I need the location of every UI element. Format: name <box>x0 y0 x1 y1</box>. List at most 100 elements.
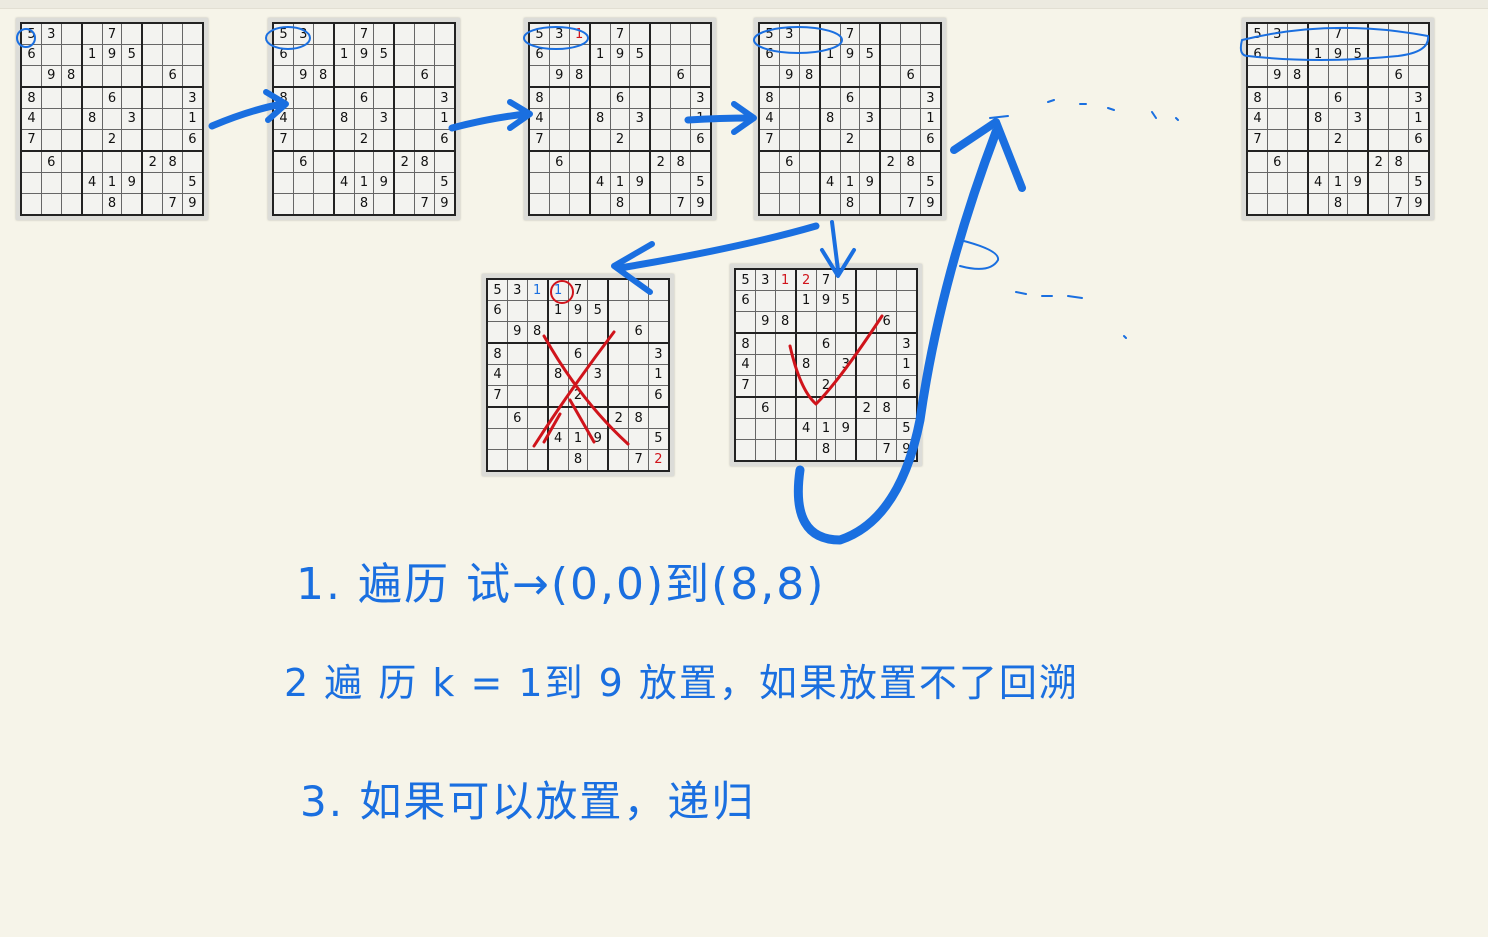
sudoku-cell <box>895 268 918 292</box>
sudoku-cell: 5 <box>835 290 858 312</box>
sudoku-cell <box>312 44 335 66</box>
sudoku-cell: 8 <box>819 108 841 130</box>
sudoku-cell: 7 <box>900 192 921 216</box>
sudoku-cell <box>1267 192 1288 216</box>
sudoku-cell: 8 <box>81 108 103 130</box>
sudoku-cell <box>1307 86 1329 110</box>
sudoku-cell <box>879 44 902 66</box>
sudoku-cell: 6 <box>919 128 942 152</box>
sudoku-cell <box>141 192 164 216</box>
sudoku-cell <box>547 406 569 430</box>
sudoku-cell: 8 <box>798 64 821 88</box>
sudoku-cell: 6 <box>414 64 435 88</box>
sudoku-cell <box>568 128 591 152</box>
sudoku-cell <box>549 108 570 130</box>
sudoku-cell <box>734 438 757 462</box>
sudoku-cell <box>815 396 837 420</box>
sudoku-cell <box>1367 172 1390 194</box>
sudoku-cell: 2 <box>795 268 817 292</box>
sudoku-cell <box>629 86 652 110</box>
sudoku-cell: 8 <box>547 364 569 386</box>
sudoku-cell: 9 <box>1407 192 1430 216</box>
sudoku-cell: 4 <box>1307 172 1329 194</box>
sudoku-cell <box>689 64 712 88</box>
sudoku-cell <box>734 396 757 420</box>
sudoku-cell <box>755 418 776 440</box>
sudoku-cell: 2 <box>855 396 878 420</box>
sudoku-cell <box>779 128 800 152</box>
sudoku-cell: 8 <box>815 438 837 462</box>
sudoku-cell <box>879 64 902 88</box>
sudoku-cell <box>798 172 821 194</box>
sudoku-cell <box>1327 64 1349 88</box>
sudoku-cell <box>607 364 630 386</box>
sudoku-cell: 5 <box>689 172 712 194</box>
sudoku-cell <box>60 128 83 152</box>
sudoku-cell <box>1286 22 1309 46</box>
sudoku-cell <box>293 86 314 110</box>
sudoku-cell <box>649 22 672 46</box>
sudoku-cell: 3 <box>859 108 882 130</box>
sudoku-cell <box>628 384 649 408</box>
sudoku-cell: 6 <box>353 86 375 110</box>
sudoku-cell <box>795 332 817 356</box>
backtrack-arrow <box>616 222 820 272</box>
sudoku-cell: 6 <box>1388 64 1409 88</box>
sudoku-cell <box>41 128 62 152</box>
sudoku-cell <box>141 172 164 194</box>
sudoku-cell <box>587 448 610 472</box>
sudoku-cell: 6 <box>272 44 295 66</box>
sudoku-cell <box>393 108 416 130</box>
sudoku-cell <box>779 44 800 66</box>
sudoku-cell <box>628 300 649 322</box>
sudoku-cell: 1 <box>568 22 591 46</box>
sudoku-cell <box>1407 150 1430 174</box>
sudoku-cell: 8 <box>414 150 435 174</box>
sudoku-cell: 9 <box>507 320 528 344</box>
sudoku-cell <box>568 150 591 174</box>
sudoku-cell <box>181 64 204 88</box>
sudoku-cell <box>549 86 570 110</box>
sudoku-cell <box>1367 192 1390 216</box>
sudoku-cell: 8 <box>272 86 295 110</box>
sudoku-cell <box>162 128 183 152</box>
sudoku-cell: 1 <box>589 44 611 66</box>
sudoku-cell: 4 <box>589 172 611 194</box>
sudoku-cell: 7 <box>758 128 781 152</box>
sudoku-cell <box>1307 22 1329 46</box>
sudoku-cell <box>312 22 335 46</box>
sudoku-cell: 5 <box>528 22 551 46</box>
sudoku-cell <box>1327 108 1349 130</box>
sudoku-cell <box>1286 108 1309 130</box>
sudoku-cell <box>1327 150 1349 174</box>
sudoku-cell: 9 <box>689 192 712 216</box>
sudoku-cell <box>81 22 103 46</box>
sudoku-cell <box>1286 86 1309 110</box>
sudoku-cell <box>526 364 549 386</box>
sudoku-cell: 5 <box>373 44 396 66</box>
sudoku-cell: 6 <box>549 150 570 174</box>
sudoku-cell: 7 <box>670 192 691 216</box>
sudoku-cell <box>141 86 164 110</box>
sudoku-cell <box>41 44 62 66</box>
sudoku-cell: 9 <box>101 44 123 66</box>
sudoku-cell <box>758 192 781 216</box>
canvas-top-edge <box>0 0 1488 9</box>
sudoku-cell <box>567 364 589 386</box>
sudoku-cell: 2 <box>353 128 375 152</box>
sudoku-cell <box>647 320 670 344</box>
sudoku-cell <box>607 428 630 450</box>
sudoku-cell <box>879 22 902 46</box>
sudoku-cell <box>162 172 183 194</box>
sudoku-cell: 3 <box>755 268 776 292</box>
sudoku-cell: 3 <box>835 354 858 376</box>
sudoku-cell <box>1286 192 1309 216</box>
sudoku-cell <box>1388 22 1409 46</box>
sudoku-cell <box>272 150 295 174</box>
sudoku-cell <box>819 64 841 88</box>
sudoku-cell <box>919 44 942 66</box>
sudoku-cell: 2 <box>609 128 631 152</box>
sudoku-cell <box>839 150 861 174</box>
